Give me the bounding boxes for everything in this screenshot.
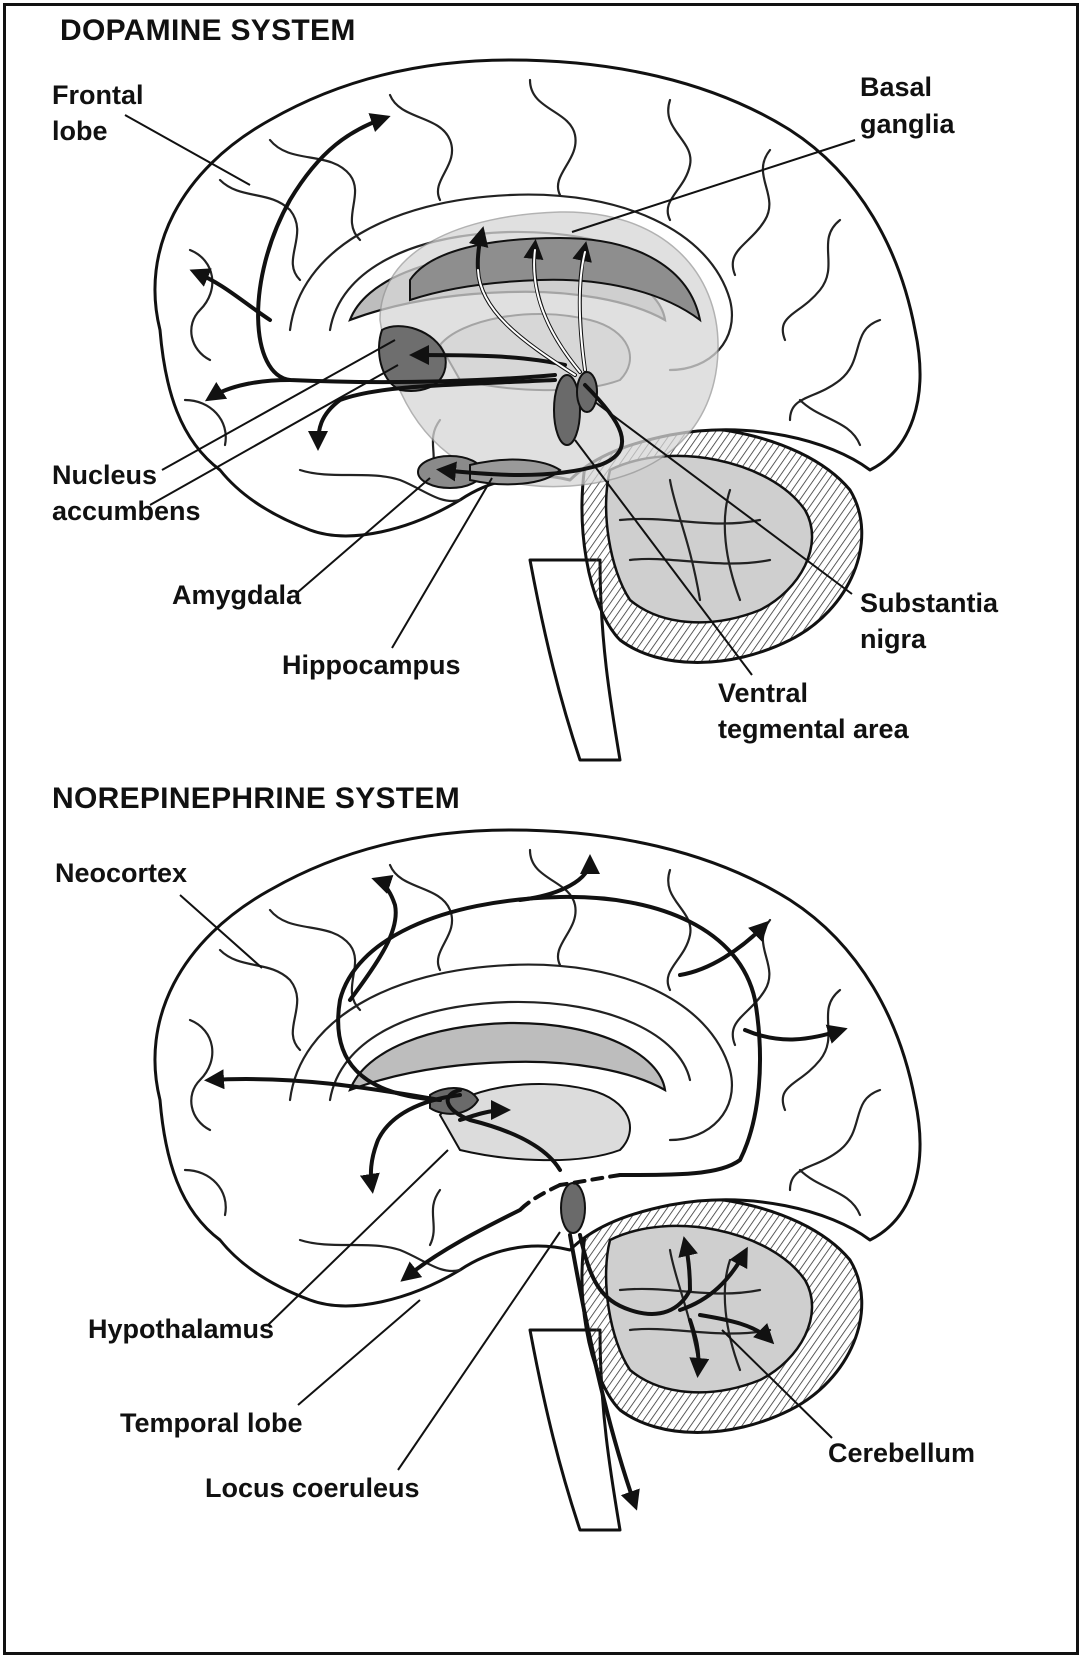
- label-basal-ganglia: Basal ganglia: [860, 72, 955, 139]
- label-hypothalamus: Hypothalamus: [88, 1314, 274, 1344]
- label-temporal-lobe: Temporal lobe: [120, 1408, 303, 1438]
- label-substantia-nigra: Substantia nigra: [860, 588, 1006, 654]
- norepinephrine-title: NOREPINEPHRINE SYSTEM: [52, 782, 460, 815]
- label-ventral-tegmental-area: Ventral tegmental area: [718, 678, 910, 744]
- label-hippocampus: Hippocampus: [282, 650, 461, 680]
- label-nucleus-accumbens: Nucleus accumbens: [52, 460, 201, 526]
- label-cerebellum: Cerebellum: [828, 1438, 975, 1468]
- label-frontal-lobe: Frontal lobe: [52, 80, 151, 146]
- label-amygdala: Amygdala: [172, 580, 302, 610]
- leader-temporal-lobe: [298, 1300, 420, 1405]
- dopamine-title: DOPAMINE SYSTEM: [60, 14, 356, 47]
- locus-coeruleus-shape: [561, 1183, 585, 1233]
- norepinephrine-panel: NOREPINEPHRINE SYSTEM Neocortex: [52, 782, 975, 1530]
- ventral-tegmental-area-shape: [554, 375, 580, 445]
- dopamine-panel: DOPAMINE SYSTEM Front: [52, 14, 1006, 760]
- label-neocortex: Neocortex: [55, 858, 187, 888]
- label-locus-coeruleus: Locus coeruleus: [205, 1473, 420, 1503]
